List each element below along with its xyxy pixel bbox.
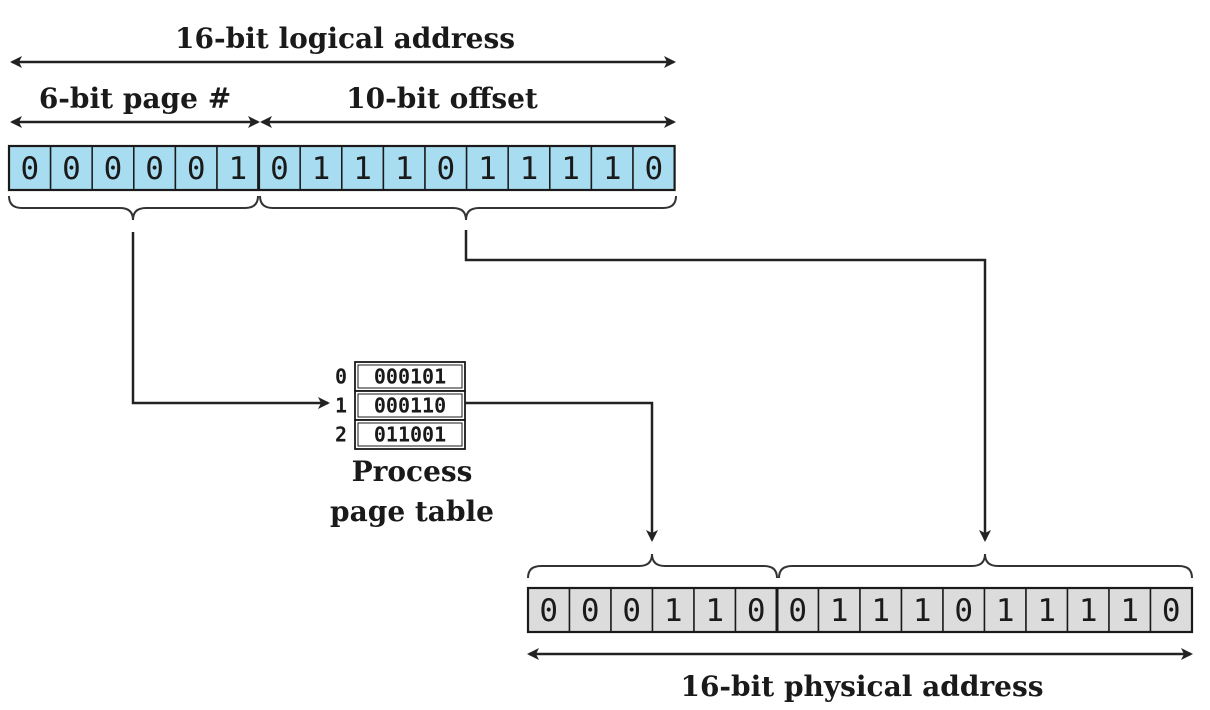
offset-to-physical-arrow <box>464 230 991 542</box>
logical-bit-value: 0 <box>62 151 81 187</box>
logical-bit-value: 0 <box>104 151 123 187</box>
logical-bit-value: 0 <box>20 151 39 187</box>
page-table-row-inner <box>357 393 463 418</box>
page-table-caption-line1: Process <box>352 455 473 488</box>
physical-bit-cell <box>983 587 1027 633</box>
offset-label: 10-bit offset <box>346 82 538 115</box>
logical-bit-value: 1 <box>520 151 539 187</box>
logical-bit-value: 0 <box>644 151 663 187</box>
logical-bit-cell <box>632 145 676 191</box>
logical-address-label: 16-bit logical address <box>175 22 515 55</box>
page-table-row <box>354 390 466 421</box>
physical-bit-value: 0 <box>1162 593 1181 629</box>
page-table-row-inner <box>357 422 463 447</box>
physical-register-frame <box>526 586 1194 634</box>
logical-bit-value: 0 <box>436 151 455 187</box>
physical-bit-cell <box>900 587 944 633</box>
physical-bit-value: 1 <box>830 593 849 629</box>
physical-bit-value: 0 <box>622 593 641 629</box>
physical-bit-value: 1 <box>1079 593 1098 629</box>
page-table-index: 2 <box>335 423 347 447</box>
logical-bit-value: 1 <box>561 151 580 187</box>
physical-bit-cell <box>610 587 654 633</box>
logical-bit-cell <box>465 145 509 191</box>
logical-bit-cell <box>299 145 343 191</box>
physical-bit-value: 1 <box>1037 593 1056 629</box>
page-table-caption-line2: page table <box>330 495 494 528</box>
page-table-row <box>354 361 466 392</box>
physical-offset-brace <box>778 553 1193 579</box>
logical-bit-value: 1 <box>603 151 622 187</box>
physical-bit-value: 1 <box>1120 593 1139 629</box>
physical-bit-value: 1 <box>996 593 1015 629</box>
logical-register-frame <box>7 144 676 192</box>
page-table-frame-number: 011001 <box>374 423 446 447</box>
physical-bit-value: 1 <box>913 593 932 629</box>
page-table-row <box>354 419 466 450</box>
physical-address-label: 16-bit physical address <box>680 670 1043 703</box>
physical-bit-value: 1 <box>664 593 683 629</box>
process-page-table: 0 000101 1 000110 2 011001 <box>335 361 466 450</box>
logical-bit-value: 1 <box>395 151 414 187</box>
frame-number-brace <box>527 553 778 579</box>
page-table-frame-number: 000110 <box>374 394 446 418</box>
logical-bit-cell <box>91 145 135 191</box>
physical-bit-value: 1 <box>871 593 890 629</box>
page-number-to-table-arrow <box>131 232 330 409</box>
logical-bit-value: 0 <box>270 151 289 187</box>
page-number-label: 6-bit page # <box>39 82 231 115</box>
page-table-index: 1 <box>335 394 347 418</box>
frame-to-physical-arrow <box>465 401 658 542</box>
physical-bit-value: 0 <box>539 593 558 629</box>
page-table-frame-number: 000101 <box>374 365 446 389</box>
page-table-index: 0 <box>335 365 347 389</box>
logical-bit-value: 0 <box>145 151 164 187</box>
logical-bit-value: 1 <box>353 151 372 187</box>
logical-bit-value: 0 <box>187 151 206 187</box>
physical-bit-value: 0 <box>747 593 766 629</box>
logical-bit-value: 1 <box>228 151 247 187</box>
logical-bit-value: 1 <box>478 151 497 187</box>
page-table-row-inner <box>357 364 463 389</box>
physical-bit-value: 0 <box>581 593 600 629</box>
offset-brace <box>259 195 677 221</box>
physical-bit-value: 1 <box>705 593 724 629</box>
logical-bit-cell <box>8 145 52 191</box>
logical-bit-value: 1 <box>312 151 331 187</box>
physical-bit-value: 0 <box>954 593 973 629</box>
physical-bit-value: 0 <box>788 593 807 629</box>
page-number-brace <box>8 195 259 221</box>
logical-bit-cell <box>507 145 551 191</box>
physical-bit-cell <box>942 587 986 633</box>
logical-bit-cell <box>590 145 634 191</box>
